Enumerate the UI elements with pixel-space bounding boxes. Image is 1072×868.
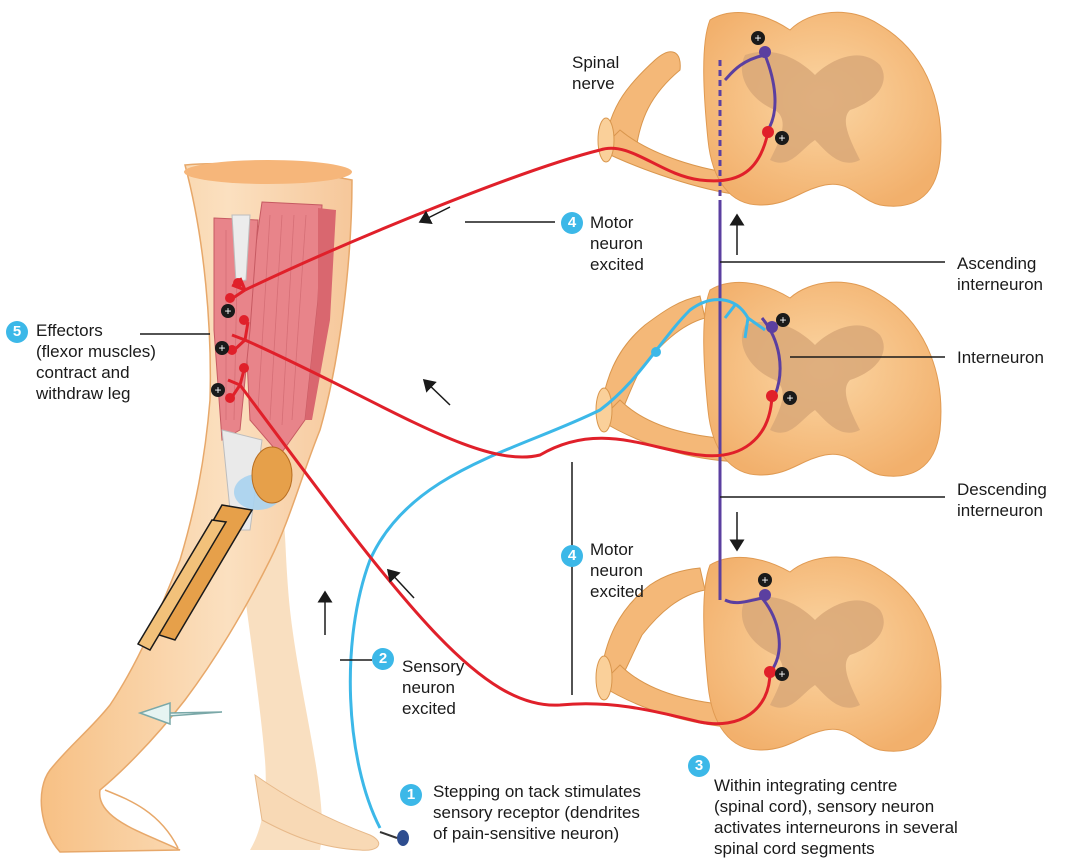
direction-arrows	[325, 207, 737, 635]
motor-neuron-middle-label: Motor neuron excited	[590, 539, 644, 602]
svg-text:+: +	[786, 391, 793, 405]
plus-circle-icon: +	[211, 383, 225, 397]
interneuron-label: Interneuron	[957, 347, 1044, 368]
svg-text:+: +	[754, 31, 761, 45]
spinal-cord-segment-top	[598, 12, 941, 206]
effectors-label: Effectors (flexor muscles) contract and …	[36, 320, 156, 404]
step-5-badge: 5	[6, 321, 28, 343]
plus-circle-icon: +	[776, 313, 790, 327]
plus-circle-icon: +	[758, 573, 772, 587]
stepping-on-tack-label: Stepping on tack stimulates sensory rece…	[433, 781, 641, 844]
plus-circle-icon: +	[221, 304, 235, 318]
ascending-interneuron-label: Ascending interneuron	[957, 253, 1043, 295]
arrow-icon	[424, 380, 450, 405]
svg-text:+: +	[779, 313, 786, 327]
arrow-icon	[420, 207, 450, 222]
plus-circle-icon: +	[751, 31, 765, 45]
plus-circle-icon: +	[783, 391, 797, 405]
plus-circle-icon: +	[775, 667, 789, 681]
spinal-nerve-label: Spinal nerve	[572, 52, 619, 94]
spinal-cord-segment-middle	[596, 282, 941, 476]
step-4-badge-middle: 4	[561, 545, 583, 567]
leg-illustration	[41, 160, 409, 852]
sensory-neuron	[350, 300, 765, 828]
svg-text:+: +	[218, 341, 225, 355]
integrating-centre-label: Within integrating centre (spinal cord),…	[714, 775, 958, 859]
svg-text:+: +	[778, 131, 785, 145]
step-1-badge: 1	[400, 784, 422, 806]
sensory-neuron-label: Sensory neuron excited	[402, 656, 464, 719]
motor-neuron-top-label: Motor neuron excited	[590, 212, 644, 275]
step-4-badge-top: 4	[561, 212, 583, 234]
svg-text:+: +	[761, 573, 768, 587]
plus-circle-icon: +	[775, 131, 789, 145]
svg-text:+: +	[224, 304, 231, 318]
step-2-badge: 2	[372, 648, 394, 670]
step-3-badge: 3	[688, 755, 710, 777]
svg-text:+: +	[778, 667, 785, 681]
plus-circle-icon: +	[215, 341, 229, 355]
descending-interneuron-label: Descending interneuron	[957, 479, 1047, 521]
svg-text:+: +	[214, 383, 221, 397]
